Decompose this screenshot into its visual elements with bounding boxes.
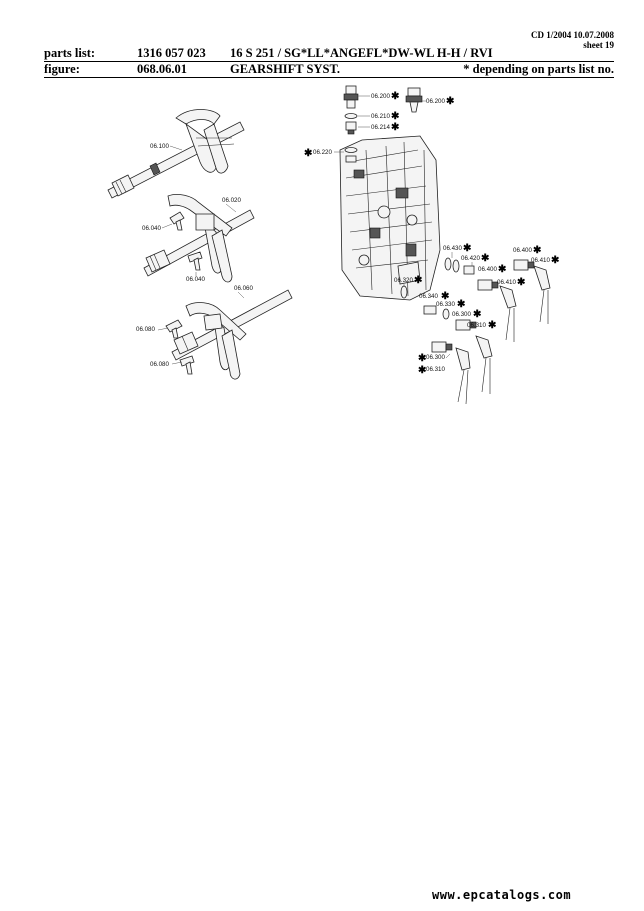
connector-06-410-a (499, 285, 517, 342)
callout-06-210: 06.210 (371, 113, 390, 120)
transmission-housing (339, 135, 441, 301)
switch-06-400-b (513, 259, 535, 271)
parts-list-number: 1316 057 023 (137, 46, 206, 60)
callout-06-200-a: 06.200 (371, 93, 390, 100)
asterisk-06-300-b: ✱ (418, 353, 427, 364)
figure-label: figure: (44, 62, 80, 76)
callout-06-080-b: 06.080 (150, 361, 169, 368)
detent-pin-06-040-a (169, 211, 185, 231)
asterisk-06-300-a: ✱ (473, 309, 482, 320)
asterisk-06-220: ✱ (304, 148, 313, 159)
header-bottom-rule (44, 77, 614, 78)
catalog-date: CD 1/2004 10.07.2008 (531, 30, 614, 40)
asterisk-06-310-b: ✱ (418, 365, 427, 376)
switch-06-300-b (431, 341, 453, 353)
callout-06-420: 06.420 (461, 255, 480, 262)
callout-06-040-a: 06.040 (142, 225, 161, 232)
callout-06-410-a: 06.410 (497, 279, 516, 286)
shift-rod-assembly-06-020 (143, 194, 255, 283)
callout-06-040-b: 06.040 (186, 276, 205, 283)
connector-06-310-b (455, 347, 471, 405)
asterisk-06-310-a: ✱ (488, 320, 497, 331)
callout-06-200-b: 06.200 (426, 98, 445, 105)
switch-06-200-b (405, 87, 423, 113)
callout-06-400-b: 06.400 (513, 247, 532, 254)
callout-06-214: 06.214 (371, 124, 390, 131)
callout-06-330: 06.330 (436, 301, 455, 308)
shift-rod-assembly-06-060 (171, 289, 293, 380)
asterisk-06-400-b: ✱ (533, 245, 542, 256)
detent-pin-06-080-a (165, 319, 183, 339)
asterisk-06-430: ✱ (463, 243, 472, 254)
asterisk-note: * depending on parts list no. (463, 62, 614, 76)
shift-rod-assembly-06-100 (107, 109, 245, 199)
parts-list-description: 16 S 251 / SG*LL*ANGEFL*DW-WL H-H / RVI (230, 46, 493, 60)
seal-06-320 (400, 285, 408, 299)
detent-pin-06-040-b (187, 251, 203, 271)
header-divider (44, 61, 614, 62)
callout-06-400-a: 06.400 (478, 266, 497, 273)
asterisk-06-410-a: ✱ (517, 277, 526, 288)
asterisk-06-340: ✱ (441, 291, 450, 302)
asterisk-06-200-b: ✱ (446, 96, 455, 107)
callout-06-100: 06.100 (150, 143, 169, 150)
switch-06-400-a (477, 279, 499, 291)
seal-06-330 (442, 308, 450, 320)
asterisk-06-400-a: ✱ (498, 264, 507, 275)
figure-title: GEARSHIFT SYST. (230, 62, 340, 76)
sheet-number: sheet 19 (583, 40, 614, 50)
switch-06-200-a (343, 85, 359, 109)
callout-06-300-b: 06.300 (426, 354, 445, 361)
watermark-website: www.epcatalogs.com (432, 888, 572, 902)
asterisk-06-214: ✱ (391, 122, 400, 133)
connector-06-310-a (475, 335, 493, 394)
asterisk-06-320: ✱ (414, 275, 423, 286)
callout-06-060: 06.060 (234, 285, 253, 292)
callout-06-310-a: 06.310 (467, 322, 486, 329)
seal-ring-06-220 (344, 147, 358, 163)
plug-06-420 (463, 265, 475, 275)
parts-list-label: parts list: (44, 46, 96, 60)
callout-06-080-a: 06.080 (136, 326, 155, 333)
callout-06-220: 06.220 (313, 149, 332, 156)
callout-06-410-b: 06.410 (531, 257, 550, 264)
asterisk-06-200-a: ✱ (391, 91, 400, 102)
plug-06-340 (423, 305, 437, 315)
detent-pin-06-080-b (179, 355, 195, 375)
callout-06-430: 06.430 (443, 245, 462, 252)
asterisk-06-330: ✱ (457, 299, 466, 310)
plug-06-214 (345, 121, 357, 135)
seal-ring-06-210 (344, 113, 358, 119)
asterisk-06-420: ✱ (481, 253, 490, 264)
callout-06-340: 06.340 (419, 293, 438, 300)
callout-06-300-a: 06.300 (452, 311, 471, 318)
callout-06-320: 06.320 (394, 277, 413, 284)
asterisk-06-410-b: ✱ (551, 255, 560, 266)
callout-06-310-b: 06.310 (426, 366, 445, 373)
figure-number: 068.06.01 (137, 62, 187, 76)
connector-06-410-b (533, 265, 551, 324)
callout-06-020: 06.020 (222, 197, 241, 204)
asterisk-06-210: ✱ (391, 111, 400, 122)
switch-06-300-a (455, 319, 477, 331)
seal-06-430 (444, 257, 460, 273)
